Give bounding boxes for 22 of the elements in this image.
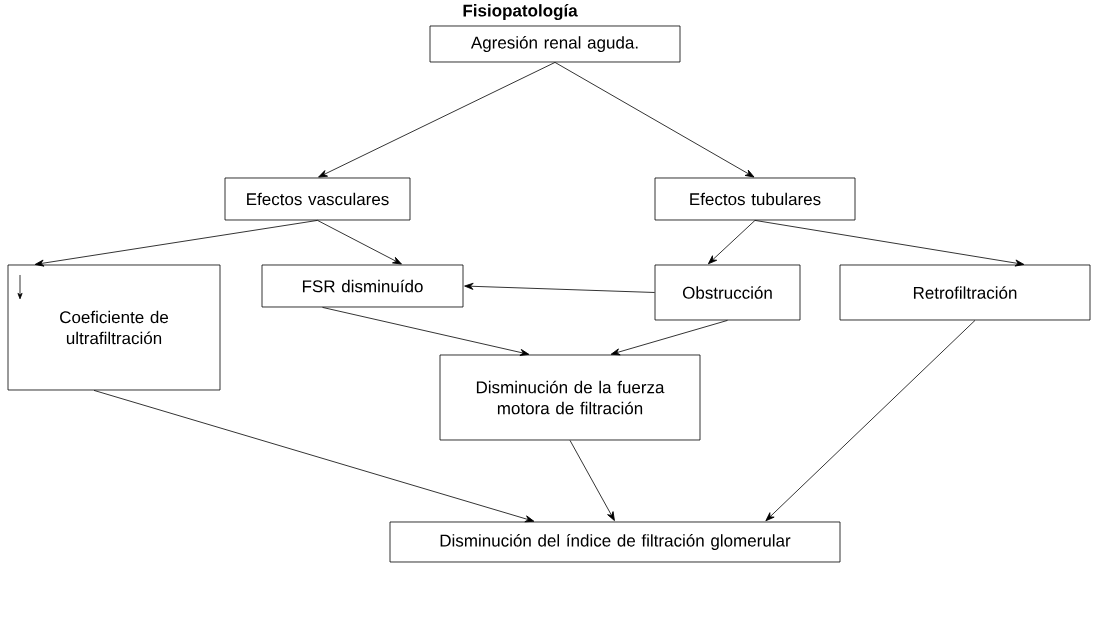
process-box: Agresión renal aguda. xyxy=(429,25,681,63)
arrow xyxy=(554,62,755,178)
process-box: Coeficiente de ultrafiltración xyxy=(7,264,221,391)
process-box: Efectos tubulares xyxy=(654,177,856,221)
arrow xyxy=(317,220,402,265)
arrow xyxy=(464,282,655,293)
process-box: Obstrucción xyxy=(654,264,801,321)
arrow xyxy=(569,440,615,521)
process-box: Disminución de la fuerza motora de filtración xyxy=(439,354,701,441)
title: Fisiopatología xyxy=(463,3,578,21)
arrow xyxy=(34,220,318,267)
arrow xyxy=(318,62,556,178)
process-box: Retrofiltración xyxy=(839,264,1091,321)
arrow xyxy=(93,390,535,523)
process-box: Efectos vasculares xyxy=(224,177,411,221)
arrow xyxy=(754,220,1025,267)
arrow xyxy=(765,320,976,522)
arrow xyxy=(707,220,756,265)
process-box: FSR disminuído xyxy=(261,264,464,308)
process-box: Disminución del índice de filtración glomerular xyxy=(389,521,841,563)
arrow xyxy=(610,320,728,356)
arrow xyxy=(322,307,530,356)
